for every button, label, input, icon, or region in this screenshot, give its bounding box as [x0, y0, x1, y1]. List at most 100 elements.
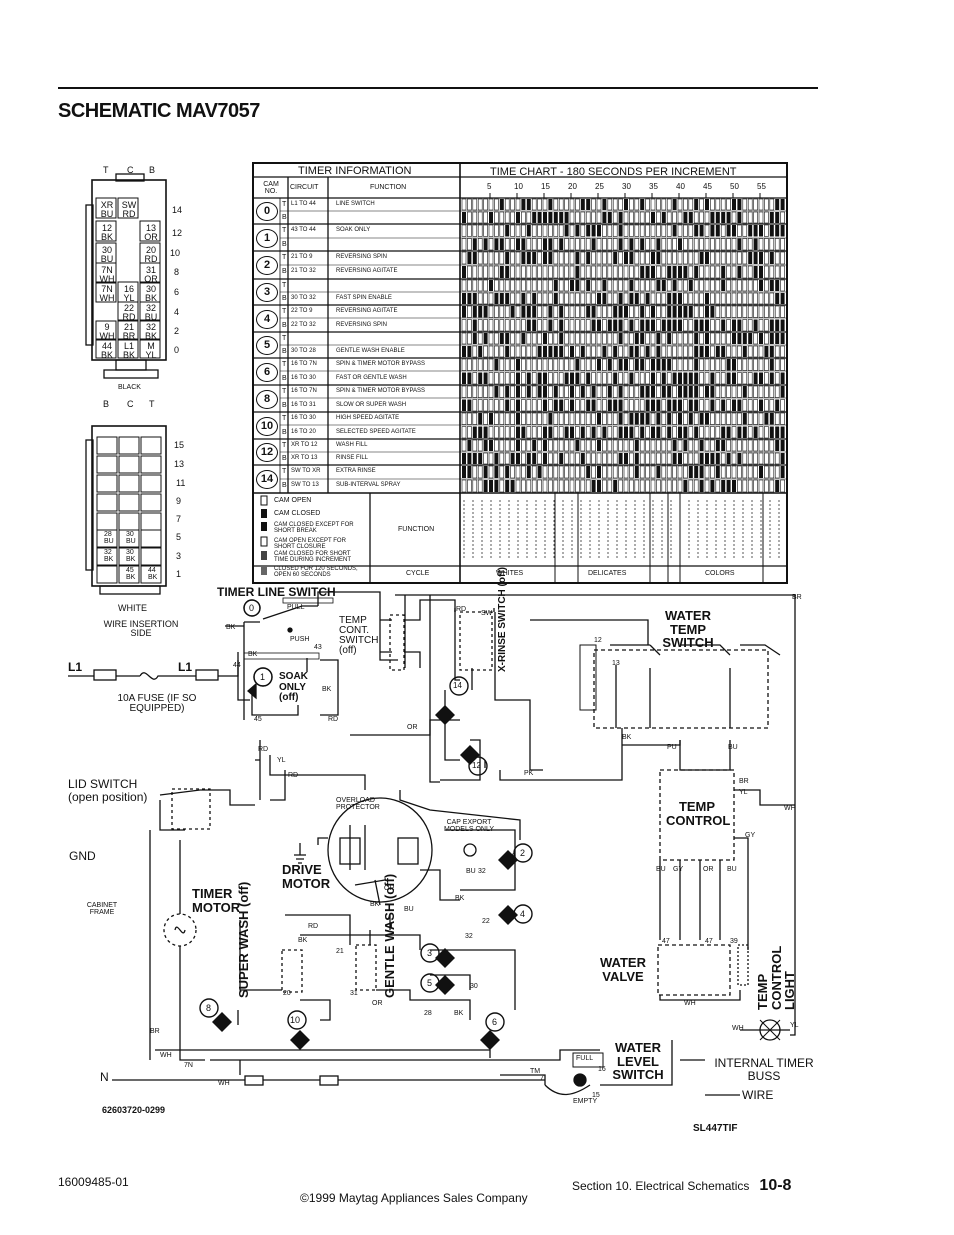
legend-item: CAM CLOSED FOR SHORT TIME DURING INCREME… [274, 551, 351, 563]
chart-increment-cell [596, 265, 602, 279]
col-circuit-header: CIRCUIT [290, 184, 319, 191]
chart-increment-cell [467, 399, 472, 411]
chart-increment-cell [467, 453, 472, 464]
chart-increment-cell [764, 279, 769, 292]
chart-increment-cell [505, 225, 510, 237]
chart-increment-cell [553, 280, 558, 291]
chart-increment-cell [461, 251, 467, 265]
copyright: ©1999 Maytag Appliances Sales Company [300, 1191, 528, 1205]
chart-increment-cell [618, 319, 623, 331]
chart-increment-cell [537, 466, 542, 478]
chart-increment-cell [732, 372, 736, 384]
chart-increment-cell [656, 292, 661, 305]
chart-increment-cell [629, 452, 634, 465]
chart-increment-cell [732, 319, 736, 331]
chart-increment-cell [704, 372, 710, 385]
chart-increment-cell [586, 306, 591, 318]
cam-side-letter: T [282, 308, 287, 315]
chart-increment-cell [531, 479, 537, 493]
chart-increment-cell [780, 238, 785, 251]
chart-increment-cell [602, 439, 607, 452]
chart-increment-cell [543, 252, 547, 264]
chart-increment-cell [688, 426, 694, 439]
chart-increment-cell [634, 224, 640, 237]
chart-increment-cell [531, 358, 537, 371]
chart-increment-cell [596, 211, 602, 224]
main-wires [112, 594, 796, 1096]
chart-increment-cell [602, 251, 607, 265]
chart-increment-cell [661, 386, 666, 398]
function-value: RINSE FILL [336, 455, 369, 461]
chart-increment-cell [585, 426, 591, 439]
temp-control-light-label: TEMP CONTROL LIGHT [755, 945, 798, 1010]
wire-color-label: 32 [478, 868, 486, 875]
chart-increment-cell [661, 212, 666, 223]
chart-increment-cell [678, 426, 682, 438]
chart-increment-cell [645, 479, 650, 493]
chart-increment-cell [580, 238, 586, 251]
chart-increment-cell [569, 251, 575, 265]
chart-increment-cell [521, 333, 526, 344]
chart-increment-cell [780, 251, 785, 265]
chart-increment-cell [780, 279, 785, 292]
chart-increment-cell [543, 238, 547, 250]
chart-increment-cell [774, 251, 780, 265]
wire-color-label: TM [530, 1068, 541, 1075]
chart-increment-cell [494, 198, 499, 211]
chart-increment-cell [548, 292, 553, 305]
chart-increment-cell [666, 479, 672, 493]
chart-increment-cell [483, 319, 488, 332]
wire-color-label: SW [481, 610, 493, 617]
chart-increment-cell [726, 399, 731, 412]
chart-increment-cell [629, 293, 634, 304]
chart-increment-cell [678, 453, 682, 464]
chart-increment-cell [683, 426, 688, 438]
chart-increment-cell [656, 319, 661, 332]
chart-increment-cell [764, 346, 769, 357]
chart-increment-cell [548, 399, 553, 412]
chart-increment-cell [705, 199, 709, 210]
chart-increment-cell [666, 251, 672, 265]
chart-increment-cell [780, 479, 785, 493]
chart-increment-cell [656, 224, 661, 237]
wire-color-label: BU [404, 906, 414, 913]
chart-increment-cell [591, 386, 596, 398]
chart-increment-cell [548, 238, 553, 250]
chart-increment-cell [726, 385, 731, 398]
chart-increment-cell [753, 345, 758, 358]
chart-increment-cell [759, 266, 763, 278]
chart-increment-cell [521, 199, 526, 210]
chart-increment-cell [580, 479, 586, 493]
circuit-value: 16 TO 7N [291, 388, 317, 394]
chart-increment-cell [553, 224, 559, 237]
chart-increment-cell [591, 332, 596, 345]
chart-increment-cell [494, 332, 499, 345]
chart-increment-cell [774, 238, 780, 251]
chart-increment-cell [683, 345, 688, 358]
chart-increment-cell [462, 346, 466, 357]
chart-increment-cell [774, 305, 780, 318]
time-tick-label: 5 [487, 182, 492, 191]
chart-increment-cell [764, 332, 769, 345]
chart-increment-cell [467, 198, 472, 211]
chart-increment-cell [526, 252, 531, 264]
chart-increment-cell [780, 412, 785, 425]
chart-increment-cell [585, 358, 591, 371]
cam-side-letter: B [282, 482, 287, 489]
chart-increment-cell [553, 251, 559, 265]
chart-increment-cell [694, 319, 699, 331]
chart-increment-cell [521, 439, 526, 452]
function-value: REVERSING AGITATE [336, 308, 398, 314]
chart-increment-cell [564, 238, 569, 251]
chart-increment-cell [704, 358, 710, 371]
chart-increment-cell [591, 279, 596, 292]
wire-color-label: 22 [482, 918, 490, 925]
chart-increment-cell [774, 358, 780, 371]
chart-increment-cell [715, 453, 720, 464]
chart-increment-cell [710, 358, 715, 371]
chart-increment-cell [732, 359, 736, 371]
circuit-value: SW TO 13 [291, 482, 319, 488]
chart-increment-cell [759, 399, 763, 411]
chart-increment-cell [472, 252, 477, 264]
chart-increment-cell [472, 479, 478, 493]
